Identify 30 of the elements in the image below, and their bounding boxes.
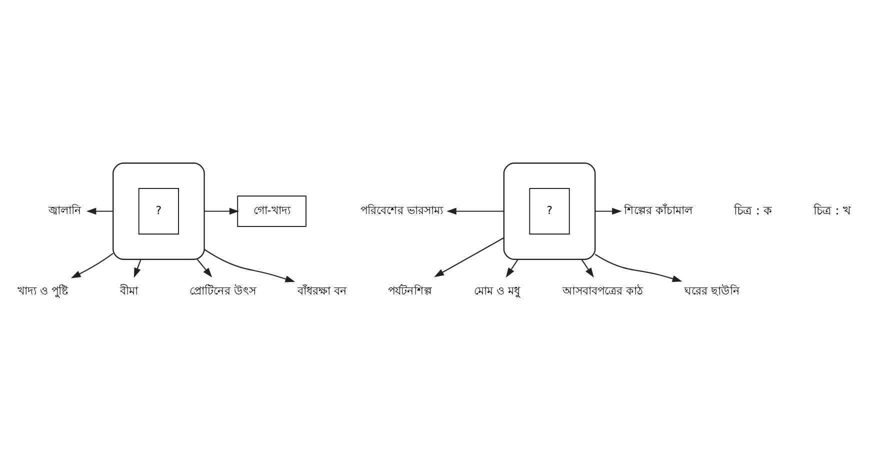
node-box: ? xyxy=(529,188,570,234)
arrow xyxy=(134,258,142,278)
node-text: বাঁধরক্ষা বন xyxy=(298,284,348,297)
arrow xyxy=(595,207,622,214)
node-text: আসবাবপত্রের কাঠ xyxy=(562,284,643,297)
node-text: পর্যটনশিল্প xyxy=(388,284,432,297)
node-text: ঘরের ছাউনি xyxy=(684,284,740,297)
node-box: ? xyxy=(138,188,179,234)
node-text: খাদ্য ও পুষ্টি xyxy=(18,284,69,297)
node-text: বীমা xyxy=(120,284,138,297)
label: চিত্র : ক xyxy=(734,202,772,217)
arrow xyxy=(446,207,504,214)
node-text: প্রোটিনের উৎস xyxy=(190,284,256,297)
arrow xyxy=(196,258,212,277)
cluster xyxy=(503,162,596,260)
label: চিত্র : খ xyxy=(814,202,852,217)
arrow xyxy=(204,248,296,282)
node-text: পরিবেশের ভারসাম্য xyxy=(360,204,444,217)
node-text: মোম ও মধু xyxy=(474,284,520,297)
arrow xyxy=(506,258,518,278)
arrow xyxy=(204,207,240,214)
arrow xyxy=(434,236,504,277)
node-text: জ্বালানি xyxy=(48,204,82,217)
arrow xyxy=(86,207,114,214)
arrow xyxy=(70,252,114,278)
node-text: শিল্পের কাঁচামাল xyxy=(624,204,693,217)
arrow xyxy=(594,253,682,282)
cluster xyxy=(112,162,205,260)
arrow xyxy=(581,258,594,278)
node-box: গো-খাদ্য xyxy=(237,195,306,226)
